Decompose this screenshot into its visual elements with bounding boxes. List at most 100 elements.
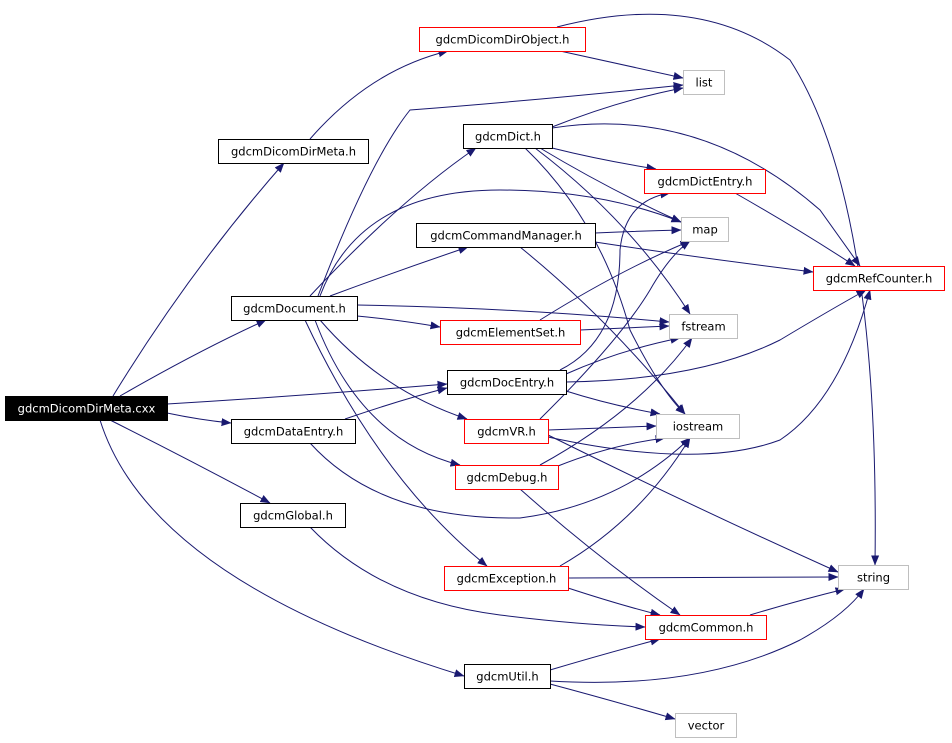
node-label-exception: gdcmException.h: [457, 572, 557, 586]
node-common[interactable]: gdcmCommon.h: [645, 615, 767, 640]
node-label-common: gdcmCommon.h: [659, 621, 754, 635]
nodes-layer: gdcmDicomDirMeta.cxx gdcmDicomDirMeta.h gd…: [5, 27, 945, 738]
node-vr[interactable]: gdcmVR.h: [464, 419, 549, 444]
node-root[interactable]: gdcmDicomDirMeta.cxx: [5, 396, 168, 421]
edge-docentry-to-dictentry: [559, 190, 671, 371]
edge-exception-to-string: [567, 573, 839, 582]
edge-vr-to-string: [547, 434, 839, 573]
node-box-string: [838, 565, 909, 590]
node-label-util: gdcmUtil.h: [476, 670, 538, 684]
edge-util-to-common: [549, 637, 661, 671]
node-box-fstream: [669, 314, 738, 339]
node-label-dirobject: gdcmDicomDirObject.h: [436, 33, 570, 47]
node-dictentry[interactable]: gdcmDictEntry.h: [644, 169, 766, 194]
node-fstream: fstream: [669, 314, 738, 339]
edge-util-to-vector: [549, 683, 676, 721]
node-box-map: [681, 217, 729, 242]
node-iostream: iostream: [656, 414, 740, 439]
edge-dict-to-iostream: [524, 147, 686, 415]
node-label-dictentry: gdcmDictEntry.h: [658, 175, 753, 189]
node-label-vector: vector: [688, 719, 725, 733]
node-box-document: [231, 296, 358, 321]
node-dict[interactable]: gdcmDict.h: [463, 124, 553, 149]
edge-exception-to-iostream: [559, 437, 691, 567]
edge-document-to-list: [317, 82, 684, 297]
node-label-iostream: iostream: [673, 420, 724, 434]
edge-docentry-to-refcounter: [565, 289, 867, 383]
node-box-dirobject: [419, 27, 586, 52]
edge-debug-to-common: [519, 488, 681, 616]
node-box-dict: [463, 124, 553, 149]
edge-cmdmgr-to-map: [594, 226, 682, 235]
edge-dataentry-to-iostream: [309, 437, 691, 519]
edge-dirobject-to-list: [559, 50, 684, 80]
node-box-root: [5, 396, 168, 421]
node-label-fstream: fstream: [681, 320, 725, 334]
edge-dict-to-list: [551, 85, 684, 128]
node-dirmeta[interactable]: gdcmDicomDirMeta.h: [218, 139, 369, 164]
node-refcounter[interactable]: gdcmRefCounter.h: [813, 266, 945, 291]
edge-util-to-string: [549, 588, 865, 683]
edge-dirobject-to-string: [556, 13, 880, 566]
node-box-vector: [675, 713, 737, 738]
node-string: string: [838, 565, 909, 590]
edge-dataentry-to-docentry: [344, 386, 448, 420]
node-box-docentry: [447, 370, 567, 395]
node-label-elementset: gdcmElementSet.h: [456, 326, 566, 340]
node-global[interactable]: gdcmGlobal.h: [240, 503, 346, 528]
node-box-common: [645, 615, 767, 640]
node-box-util: [464, 664, 551, 689]
node-document[interactable]: gdcmDocument.h: [231, 296, 358, 321]
node-box-elementset: [440, 320, 581, 345]
edge-common-to-string: [749, 587, 846, 616]
node-util[interactable]: gdcmUtil.h: [464, 664, 551, 689]
node-cmdmgr[interactable]: gdcmCommandManager.h: [416, 223, 596, 248]
node-label-dataentry: gdcmDataEntry.h: [244, 425, 344, 439]
edge-cmdmgr-to-iostream: [519, 246, 686, 415]
edge-dict-to-map: [539, 147, 682, 223]
edge-exception-to-common: [567, 587, 661, 617]
node-label-global: gdcmGlobal.h: [253, 509, 333, 523]
edge-global-to-common: [309, 526, 646, 631]
node-debug[interactable]: gdcmDebug.h: [455, 465, 559, 490]
node-box-exception: [444, 566, 569, 591]
node-dirobject[interactable]: gdcmDicomDirObject.h: [419, 27, 586, 52]
node-box-cmdmgr: [416, 223, 596, 248]
node-label-docentry: gdcmDocEntry.h: [460, 376, 554, 390]
edge-debug-to-iostream: [557, 435, 666, 467]
edge-vr-to-map: [539, 240, 691, 420]
node-label-map: map: [692, 223, 718, 237]
node-box-vr: [464, 419, 549, 444]
edge-document-to-debug: [314, 319, 461, 467]
edge-dictentry-to-refcounter: [734, 192, 856, 267]
node-label-dirmeta: gdcmDicomDirMeta.h: [231, 145, 356, 159]
edge-document-to-dict: [309, 147, 477, 297]
node-box-iostream: [656, 414, 740, 439]
edge-debug-to-fstream: [539, 337, 693, 466]
edge-root-to-util: [99, 419, 465, 678]
edge-document-to-exception: [304, 319, 488, 567]
node-dataentry[interactable]: gdcmDataEntry.h: [231, 419, 356, 444]
node-docentry[interactable]: gdcmDocEntry.h: [447, 370, 567, 395]
node-label-document: gdcmDocument.h: [243, 302, 346, 316]
edge-root-to-docentry: [166, 380, 448, 405]
node-label-dict: gdcmDict.h: [475, 130, 541, 144]
node-label-debug: gdcmDebug.h: [467, 471, 548, 485]
edge-root-to-dataentry: [166, 412, 232, 427]
node-elementset[interactable]: gdcmElementSet.h: [440, 320, 581, 345]
node-box-list: [683, 70, 725, 95]
node-label-list: list: [696, 76, 713, 90]
node-label-root: gdcmDicomDirMeta.cxx: [18, 402, 156, 416]
node-vector: vector: [675, 713, 737, 738]
node-box-global: [240, 503, 346, 528]
node-map: map: [681, 217, 729, 242]
edge-docentry-to-iostream: [565, 390, 661, 417]
node-box-dirmeta: [218, 139, 369, 164]
node-exception[interactable]: gdcmException.h: [444, 566, 569, 591]
node-list: list: [683, 70, 725, 95]
node-box-debug: [455, 465, 559, 490]
edge-cmdmgr-to-refcounter: [594, 241, 814, 275]
edge-dict-to-refcounter: [551, 123, 861, 267]
edge-document-to-elementset: [356, 315, 441, 330]
